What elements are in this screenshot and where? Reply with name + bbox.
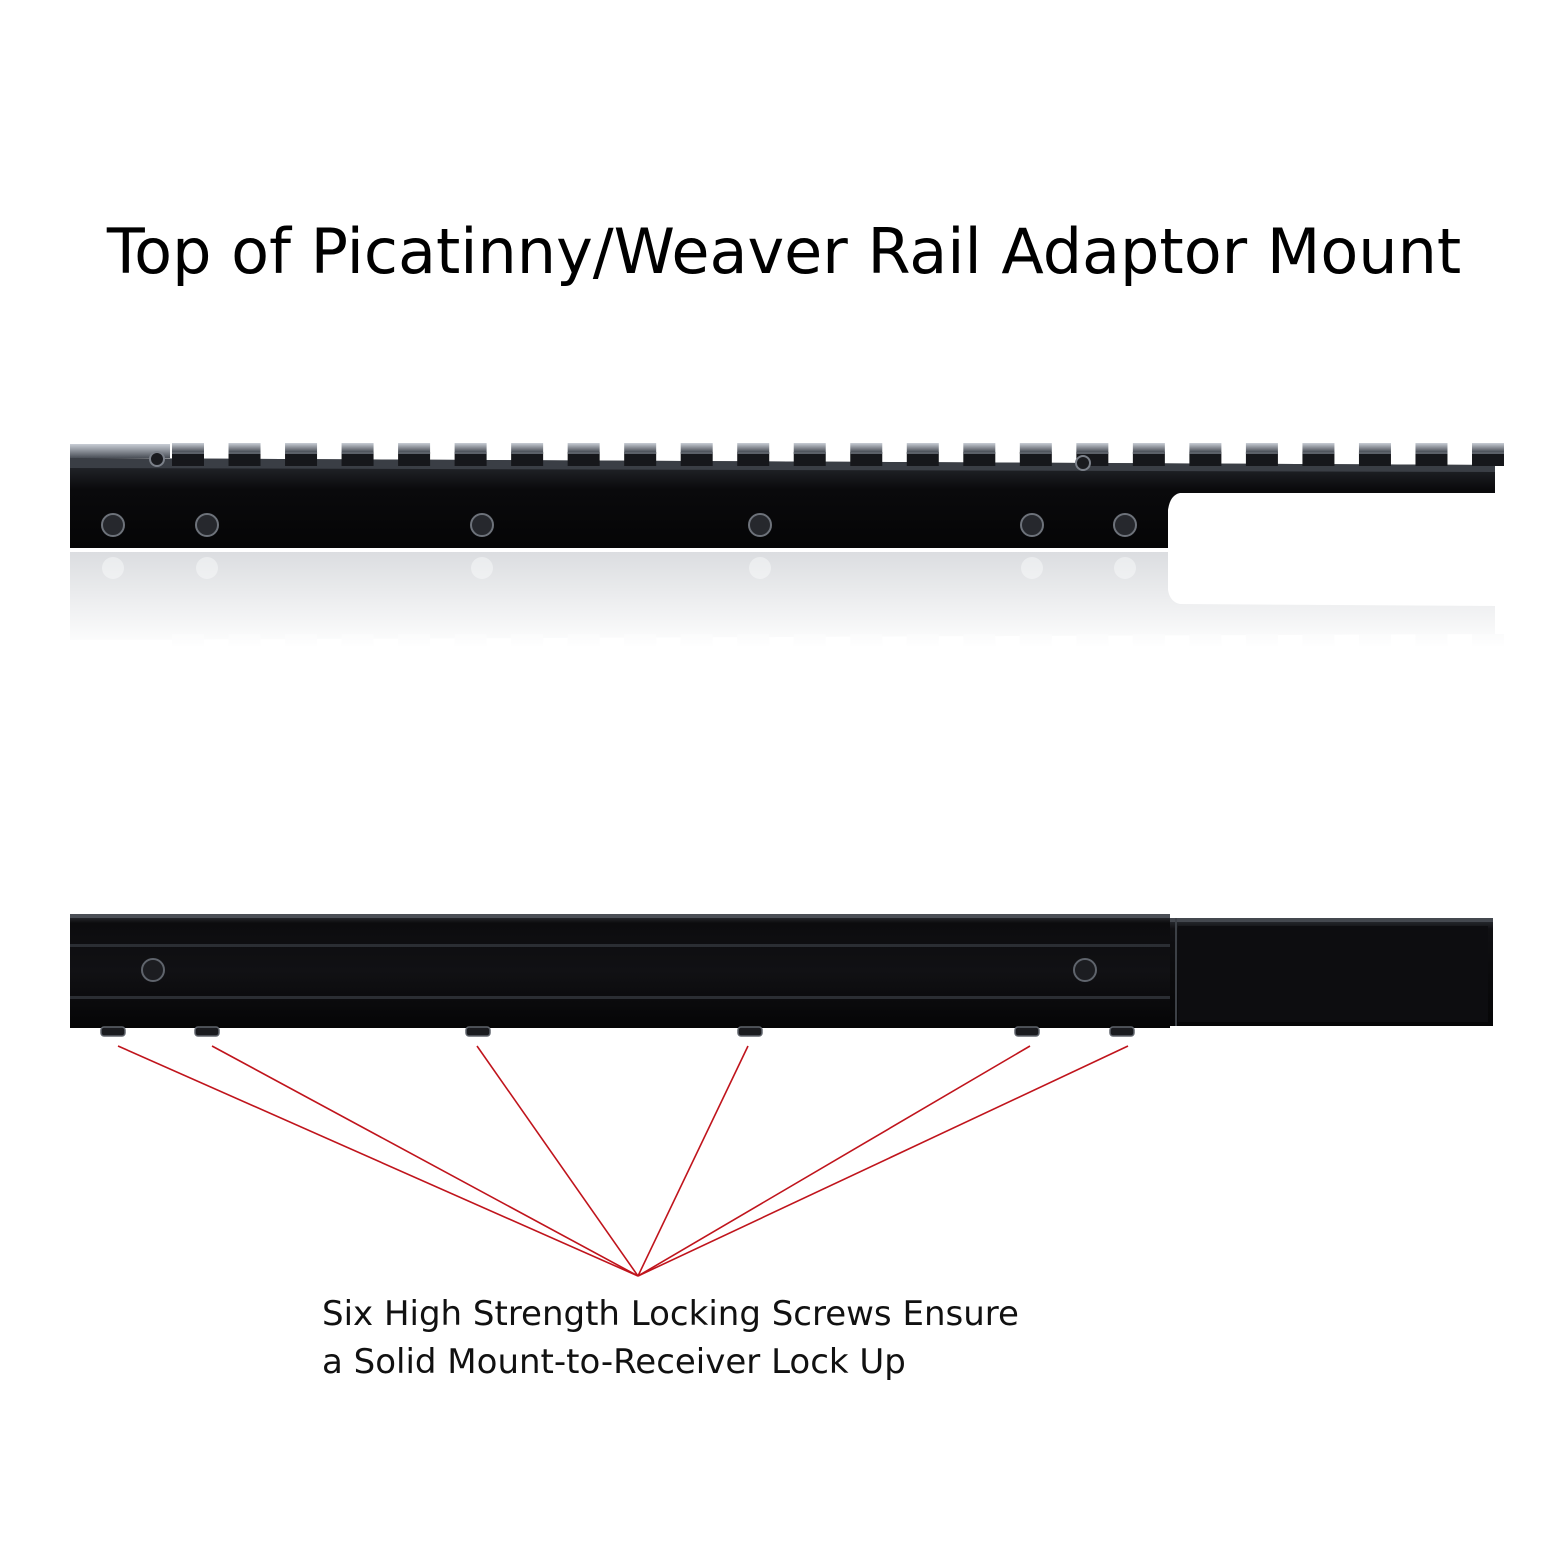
top-screw-icon — [1075, 455, 1091, 471]
locking-screws — [100, 1026, 1135, 1037]
rail-hole-icon — [1020, 513, 1044, 537]
rail-tooth — [793, 443, 826, 466]
rail-tooth — [454, 443, 487, 466]
locking-screw-icon — [100, 1026, 126, 1037]
rail-hole-icon — [1113, 513, 1137, 537]
locking-screw-icon — [1014, 1026, 1040, 1037]
rail-hole-icon — [101, 513, 125, 537]
callout-line — [637, 1045, 749, 1277]
rail-tooth — [1415, 443, 1448, 466]
rail-front-block — [70, 444, 170, 458]
rail-tooth — [1302, 443, 1335, 466]
side-screw-icon — [141, 958, 165, 982]
callout-line — [476, 1045, 639, 1277]
rail-tooth — [1019, 443, 1052, 466]
top-screw-icon — [149, 451, 165, 467]
rail-tooth — [1189, 443, 1222, 466]
callout-line — [637, 1045, 1129, 1277]
caption-line-2: a Solid Mount-to-Receiver Lock Up — [322, 1342, 906, 1382]
rail-tooth — [172, 443, 204, 466]
locking-screw-icon — [194, 1026, 220, 1037]
rail-tooth — [1472, 443, 1504, 466]
rail-hole-icon — [748, 513, 772, 537]
callout-line — [211, 1045, 639, 1277]
rail-tooth — [228, 443, 261, 466]
caption-line-1: Six High Strength Locking Screws Ensure — [322, 1294, 1019, 1334]
locking-screw-icon — [465, 1026, 491, 1037]
callout-lines — [117, 1045, 1129, 1277]
rail-tooth — [850, 443, 883, 466]
page-title: Top of Picatinny/Weaver Rail Adaptor Mou… — [106, 215, 1462, 288]
rail-tooth — [341, 443, 374, 466]
rail-tooth — [1358, 443, 1391, 466]
rail-tooth — [680, 443, 713, 466]
bottom-rail-image — [70, 914, 1493, 1277]
locking-screw-icon — [1109, 1026, 1135, 1037]
rail-side-holes — [101, 513, 1137, 537]
callout-line — [117, 1045, 639, 1277]
rail-tooth — [906, 443, 939, 466]
rail-tooth — [1245, 443, 1278, 466]
rail-tooth — [737, 443, 770, 466]
rail-tooth — [567, 443, 600, 466]
screws-caption: Six High Strength Locking Screws Ensure … — [322, 1290, 1019, 1386]
rail-tooth — [624, 443, 657, 466]
rail-tooth — [398, 443, 431, 466]
side-screw-icon — [1073, 958, 1097, 982]
rail-hole-icon — [195, 513, 219, 537]
rail-tooth — [285, 443, 318, 466]
bottom-rail-body — [70, 914, 1493, 1028]
rail-tooth — [1132, 443, 1165, 466]
locking-screw-icon — [737, 1026, 763, 1037]
rail-hole-icon — [470, 513, 494, 537]
rail-teeth — [70, 443, 1504, 466]
top-rail-image — [60, 443, 1510, 650]
callout-line — [637, 1045, 1031, 1277]
rail-tooth — [511, 443, 544, 466]
rail-tooth — [963, 443, 996, 466]
